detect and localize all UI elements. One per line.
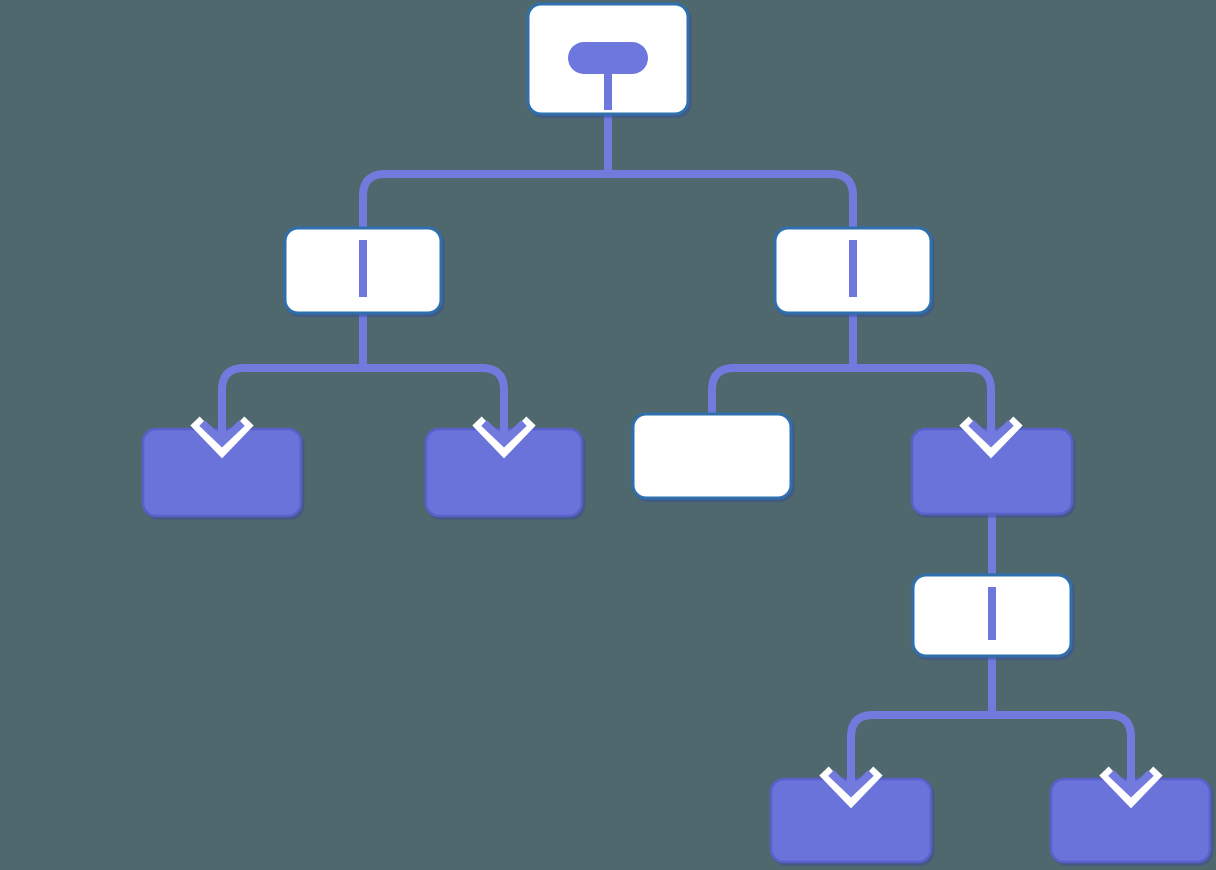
node-branch-right[interactable] <box>773 226 933 315</box>
node-branch-left[interactable] <box>283 226 443 315</box>
purple-chevron-icon <box>481 420 527 448</box>
white-node-box[interactable] <box>631 412 793 500</box>
edge-right-fork <box>708 313 995 440</box>
arrowhead-layer <box>190 413 1163 809</box>
connector-layer <box>218 114 1135 790</box>
node-pass-lower[interactable] <box>911 573 1073 658</box>
purple-chevron-icon <box>828 770 874 798</box>
node-plain-white[interactable] <box>631 412 793 500</box>
node-layer <box>141 2 1212 864</box>
purple-chevron-icon <box>968 420 1014 448</box>
purple-chevron-icon <box>1108 770 1154 798</box>
node-root[interactable] <box>526 2 690 116</box>
edge-left-fork <box>218 313 508 440</box>
pill-icon <box>568 42 648 74</box>
edge-bottom-fork <box>847 656 1135 790</box>
edge-root-fork <box>359 114 857 228</box>
purple-chevron-icon <box>199 420 245 448</box>
